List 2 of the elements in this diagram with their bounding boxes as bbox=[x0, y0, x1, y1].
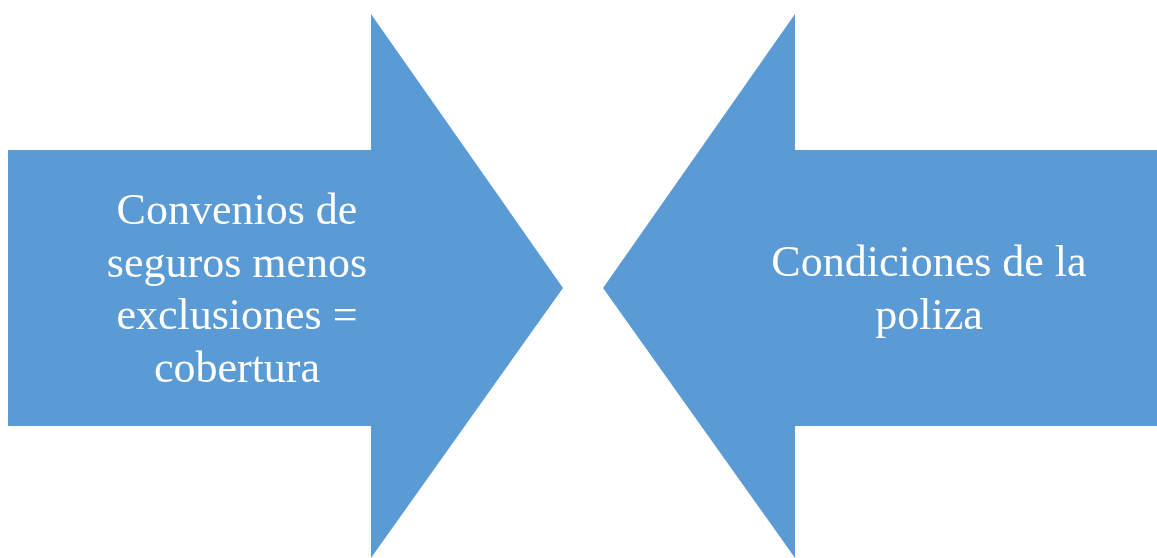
arrow-label: Convenios de seguros menos exclusiones = cobertura bbox=[105, 184, 369, 394]
arrow-label: Condiciones de la poliza bbox=[770, 236, 1088, 341]
